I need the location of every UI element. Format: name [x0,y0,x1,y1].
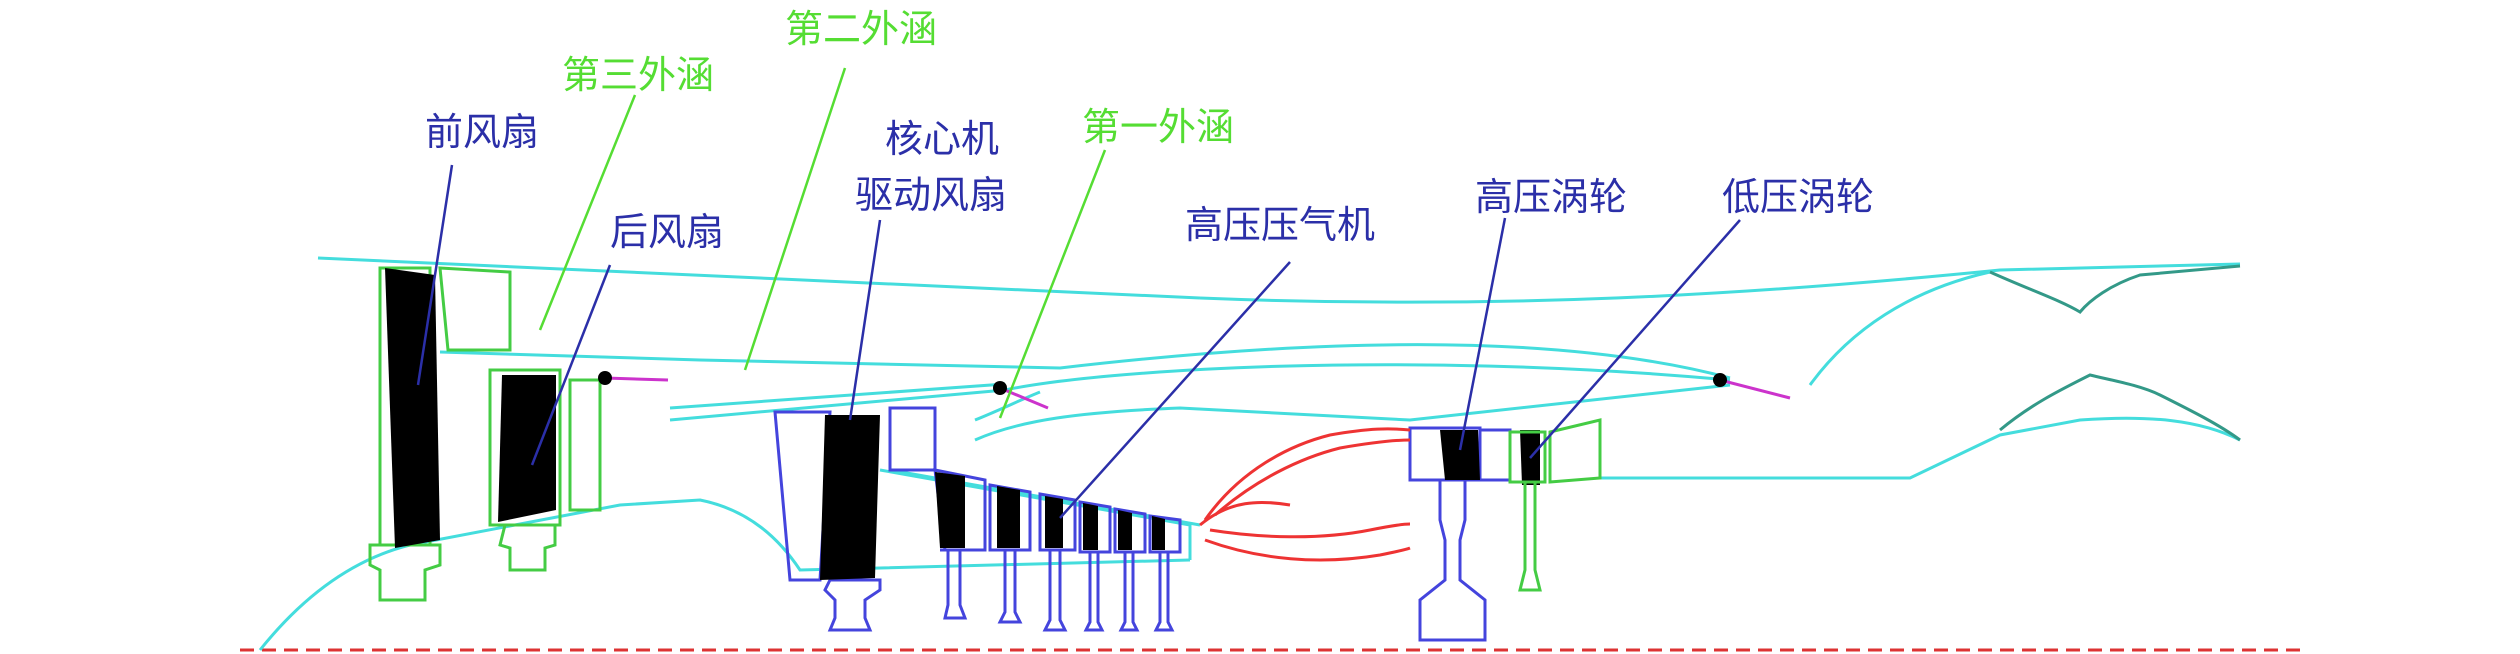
label-core-fan-line1: 核心机 [885,117,999,161]
core-inlet-line [669,388,1006,422]
leader-lines [416,67,1741,519]
rear-fan-disk [498,523,557,572]
combustor-liner-link [1199,500,1291,527]
lp-turbine-structure [1508,418,1602,592]
fan-frames [368,266,602,602]
fan-blades [385,268,556,548]
lpt-casing [1508,430,1547,484]
flap-1-pivot [598,371,612,385]
rear-fan-stator [568,378,602,512]
core-splitter [974,390,1041,422]
leader-front-fan [416,164,454,386]
rear-fan-blade [498,375,556,522]
label-rear-fan: 后风扇 [610,210,724,254]
front-fan-disk [368,543,442,602]
variable-flaps [598,371,1791,410]
label-first-bypass: 第一外涵 [1082,105,1234,149]
label-third-bypass: 第三外涵 [562,53,714,97]
leader-second-bypass [743,67,847,371]
label-hp-compressor: 高压压气机 [1185,203,1375,247]
hpt-nozzle [1478,428,1512,482]
core-fan-blade [820,415,880,580]
combustor-upper-inner [1214,438,1411,517]
core-fan-disk [823,578,882,632]
nozzle-upper-flap [1989,264,2241,314]
label-front-fan: 前风扇 [425,110,539,154]
outer-casing-line [317,256,1201,300]
exhaust-nozzle [1989,264,2241,442]
second-bypass-inner [669,382,1006,410]
core-hub-line [879,468,1192,560]
leader-hp-compressor [1059,261,1291,519]
core-blades [820,415,1540,580]
hpc-disk-3 [1042,548,1068,632]
core-upper-line [974,383,1731,442]
flap-1 [604,376,669,382]
hpc-disk-4 [1083,550,1105,632]
hpc-blade-3 [1045,496,1063,548]
hpt-disk [1418,478,1487,642]
flap-3 [1719,378,1791,400]
fan-duct-strut [438,266,512,352]
label-core-fan-line2: 驱动风扇 [855,173,1007,217]
nacelle-long-line [1199,262,2241,304]
combustor-upper-outer [1203,427,1411,521]
flap-3-pivot [1713,373,1727,387]
hpc-stage-5 [1113,507,1147,554]
core-fan-stator-rear [888,406,937,472]
hpc-disk-1 [940,548,968,620]
hpc-stage-4 [1078,500,1112,554]
leader-lp-turbine [1529,219,1741,459]
leader-core-fan [848,219,882,421]
hpc-stage-6 [1148,514,1182,554]
leader-third-bypass [538,94,637,331]
bypass-exit-line [1600,416,2241,480]
hpc-disk-6 [1153,550,1175,632]
lpt-shaft [1518,480,1542,592]
hpc-blade-2 [997,486,1020,548]
hpc-blade-4 [1083,503,1098,550]
leader-rear-fan [530,264,612,466]
flow-path-lines [258,256,2241,651]
hpc-blade-6 [1152,516,1165,550]
label-second-bypass: 第二外涵 [785,7,937,51]
hpc-disk-2 [997,548,1023,624]
flap-2 [999,386,1049,410]
label-hp-turbine: 高压涡轮 [1475,175,1627,219]
nozzle-lower-flap [1999,373,2241,442]
rear-fan-frame [488,368,562,527]
hpc-disk-5 [1118,550,1140,632]
combustor [1199,427,1411,562]
hpc-blade-1 [935,472,965,548]
label-lp-turbine: 低压涡轮 [1722,175,1874,219]
third-bypass-inner [439,343,1731,380]
lpt-stator [1548,418,1602,484]
first-bypass-line [1004,363,1731,392]
combustor-lower-outer [1204,538,1411,562]
nozzle-upper-line [1808,270,1991,386]
leader-first-bypass [998,149,1107,419]
leader-hp-turbine [1458,217,1507,451]
hpc-blade-5 [1118,510,1132,550]
flap-2-pivot [993,381,1007,395]
hpc-stage-3 [1038,492,1077,552]
hpt-blade [1440,430,1480,480]
combustor-lower-inner [1209,522,1411,539]
front-fan-blade [385,268,440,548]
